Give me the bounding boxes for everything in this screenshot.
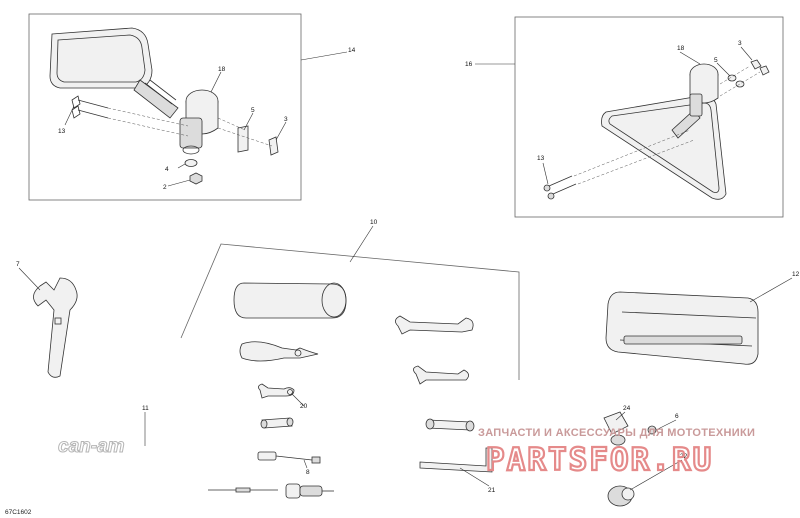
callout-24: 24: [623, 405, 631, 412]
combination-wrench-large: [395, 315, 474, 335]
pliers: [239, 341, 319, 362]
callout-5a: 5: [251, 107, 255, 114]
screwdriver-handle: [285, 483, 334, 499]
fastener-24: [603, 411, 629, 446]
callout-20: 20: [300, 403, 308, 410]
spacer-5b: [727, 74, 745, 88]
callout-10: 10: [370, 219, 378, 226]
rear-view-mirror: [601, 95, 727, 200]
screwdriver-shaft: [208, 487, 278, 493]
callout-8: 8: [306, 469, 310, 476]
callout-2: 2: [163, 184, 167, 191]
l-bar-21: [419, 447, 493, 473]
callout-12: 12: [792, 271, 800, 278]
leader-lines: [18, 46, 793, 491]
knob-22: [607, 485, 635, 507]
callout-14: 14: [348, 47, 356, 54]
tool-pouch: [233, 282, 347, 319]
callout-3a: 3: [284, 116, 288, 123]
callout-labels: 14 18 5 3 13 4 2 16 18 5 3 13 10 7 11 12…: [16, 40, 800, 494]
bolt-13a: [71, 95, 109, 119]
bolt-13b: [543, 175, 577, 200]
callout-3b: 3: [738, 40, 742, 47]
callout-5b: 5: [714, 57, 718, 64]
socket-wrench: [425, 418, 475, 432]
tool-box-12: [605, 291, 759, 365]
combination-wrench-small: [413, 365, 469, 385]
watermark-tagline: ЗАПЧАСТИ И АКСЕССУАРЫ ДЛЯ МОТОТЕХНИКИ: [478, 427, 755, 439]
spanner-wrench-7: [33, 277, 78, 378]
callout-16: 16: [465, 61, 473, 68]
spacer-5a: [237, 125, 249, 153]
callout-4: 4: [165, 166, 169, 173]
tool-kit-bracket: [180, 243, 520, 380]
watermark-domain: PARTSFOR.RU: [486, 442, 713, 478]
callout-21: 21: [488, 487, 496, 494]
mirror-clamp-18a: [179, 89, 219, 155]
callout-6: 6: [675, 413, 679, 420]
small-wrench-20: [258, 383, 295, 399]
callout-18a: 18: [218, 66, 226, 73]
callout-7: 7: [16, 261, 20, 268]
diagram-code: 67C1602: [5, 509, 32, 516]
nut-2: [189, 172, 203, 185]
nut-3a: [268, 136, 279, 156]
callout-11: 11: [142, 405, 149, 412]
socket-tool: [260, 417, 294, 429]
extension-bar-8: [257, 451, 321, 464]
side-mirror-kit-frame: [28, 13, 302, 201]
callout-13a: 13: [58, 128, 66, 135]
callout-18b: 18: [677, 45, 685, 52]
rear-mirror-kit-frame: [514, 16, 784, 218]
washer-4a: [184, 159, 198, 167]
side-mirror: [49, 27, 179, 119]
callout-13b: 13: [537, 155, 545, 162]
callout-22: 22: [680, 453, 688, 460]
mirror-clamp-18b: [689, 63, 719, 117]
nut-3b: [750, 59, 770, 76]
can-am-brand-mark: can-am: [58, 436, 125, 457]
